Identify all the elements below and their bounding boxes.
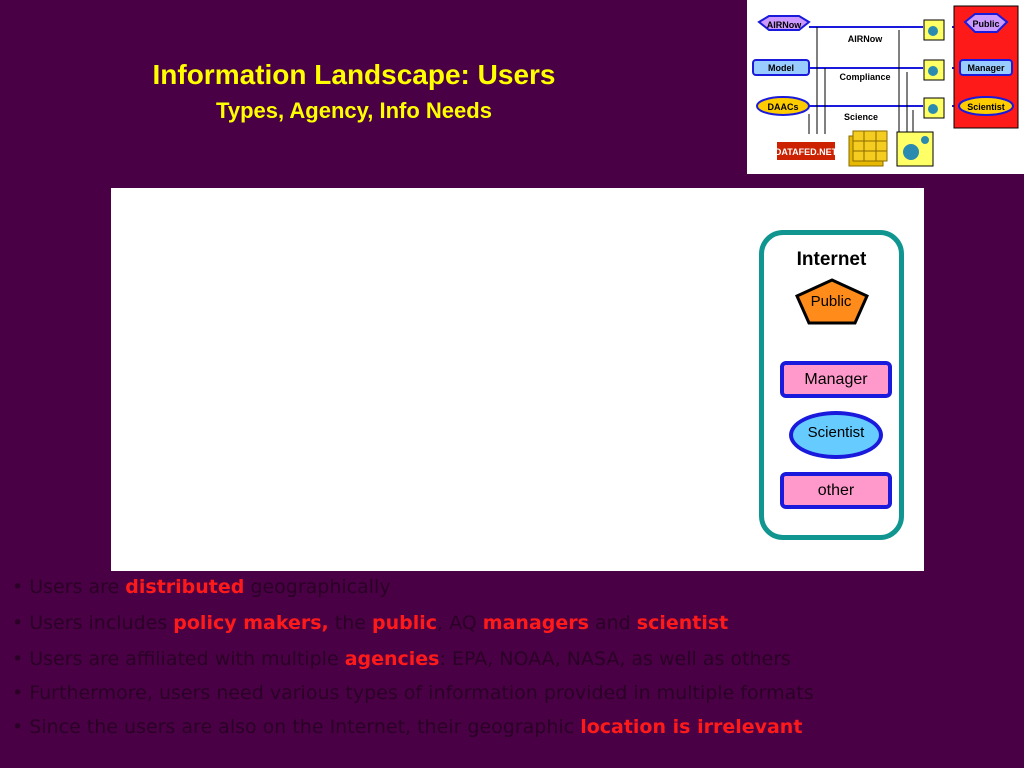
- public-label: Public: [810, 293, 852, 310]
- other-box: other: [780, 472, 892, 509]
- architecture-thumbnail: AIRNow Model DAACs AIRNow Compliance Sci…: [747, 0, 1024, 174]
- bullet-item: • Users are distributed geographically: [12, 576, 391, 598]
- thumb-manager-shape: [959, 59, 1013, 76]
- thumb-user-public: Public: [972, 19, 999, 29]
- bullet-item: • Users are affiliated with multiple age…: [12, 648, 791, 670]
- thumb-source-model: Model: [768, 63, 794, 73]
- highlight-public: public: [372, 612, 438, 634]
- public-pentagon: [795, 278, 869, 325]
- thumb-user-scientist: Scientist: [967, 102, 1005, 112]
- thumb-scientist-shape: [958, 96, 1014, 116]
- thumb-flow-compliance: Compliance: [839, 72, 890, 82]
- slide-title: Information Landscape: Users: [152, 59, 556, 90]
- highlight-distributed: distributed: [125, 576, 245, 598]
- highlight-managers: managers: [482, 612, 589, 634]
- thumb-source-airnow: AIRNow: [767, 20, 802, 30]
- highlight-policy-makers: policy makers,: [173, 612, 329, 634]
- thumb-logo-text: DATAFED.NET: [775, 147, 838, 157]
- highlight-scientist: scientist: [636, 612, 729, 634]
- manager-box: Manager: [780, 361, 892, 398]
- internet-label: Internet: [796, 249, 867, 270]
- bullet-item: • Since the users are also on the Intern…: [12, 716, 803, 738]
- thumb-source-daacs: DAACs: [767, 102, 798, 112]
- thumb-data-cube: [848, 130, 888, 167]
- thumb-airnow-shape: [757, 15, 811, 31]
- diagram-panel: Internet Public Manager Scientist other: [111, 188, 924, 571]
- thumb-flow-science: Science: [844, 112, 878, 122]
- slide-subtitle: Types, Agency, Info Needs: [216, 98, 492, 123]
- thumb-flow-airnow: AIRNow: [848, 34, 883, 44]
- thumb-datafed-logo: [777, 142, 835, 160]
- bullet-item: • Furthermore, users need various types …: [12, 682, 814, 704]
- scientist-ellipse: Scientist: [789, 411, 883, 459]
- thumb-public-shape: [963, 13, 1009, 33]
- thumb-user-manager: Manager: [967, 63, 1005, 73]
- highlight-agencies: agencies: [344, 648, 440, 670]
- bullet-item: • Users includes policy makers, the publ…: [12, 612, 729, 634]
- highlight-location-irrelevant: location is irrelevant: [580, 716, 803, 738]
- internet-container: Internet Public Manager Scientist other: [759, 230, 904, 540]
